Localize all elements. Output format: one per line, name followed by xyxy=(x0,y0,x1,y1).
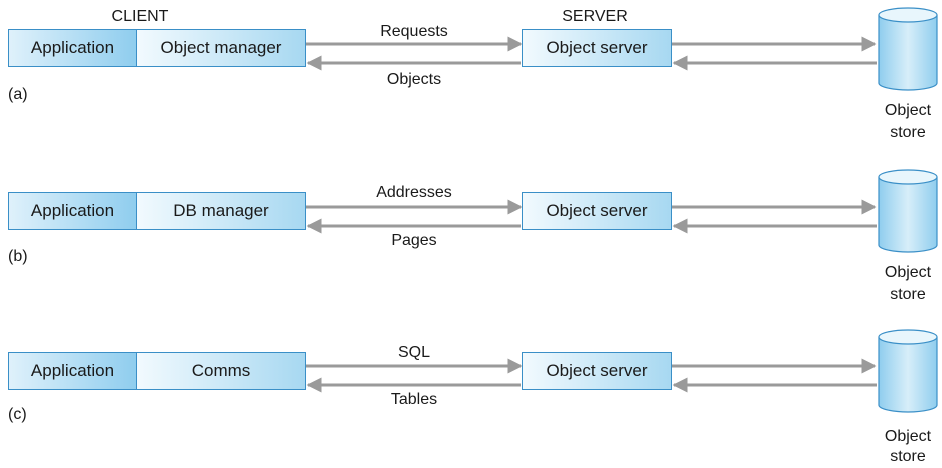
object-server-box-a: Object server xyxy=(522,29,672,67)
client-header: CLIENT xyxy=(111,8,169,25)
object-store-label-line1-b: Object xyxy=(884,264,932,281)
object-server-box-b: Object server xyxy=(522,192,672,230)
response-label-c: Tables xyxy=(390,391,438,408)
application-box-a: Application xyxy=(8,29,137,67)
object-store-label-line2-b: store xyxy=(890,286,926,303)
object-store-label-line2-c: store xyxy=(890,448,926,465)
comms-box-c: Comms xyxy=(136,352,306,390)
application-box-c: Application xyxy=(8,352,137,390)
request-label-c: SQL xyxy=(397,344,430,361)
response-label-a: Objects xyxy=(386,71,442,88)
object-store-cylinder-a xyxy=(878,7,938,91)
request-label-b: Addresses xyxy=(376,184,452,201)
object-store-label-line1-a: Object xyxy=(884,102,932,119)
object-server-box-c: Object server xyxy=(522,352,672,390)
row-tag-c: (c) xyxy=(8,406,27,423)
db-manager-box-b: DB manager xyxy=(136,192,306,230)
row-tag-a: (a) xyxy=(8,86,28,103)
row-tag-b: (b) xyxy=(8,248,28,265)
server-header: SERVER xyxy=(562,8,628,25)
object-store-label-line2-a: store xyxy=(890,124,926,141)
object-manager-box-a: Object manager xyxy=(136,29,306,67)
object-store-label-line1-c: Object xyxy=(884,428,932,445)
response-label-b: Pages xyxy=(391,232,437,249)
object-store-cylinder-c xyxy=(878,329,938,413)
object-store-cylinder-b xyxy=(878,169,938,253)
application-box-b: Application xyxy=(8,192,137,230)
request-label-a: Requests xyxy=(380,23,448,40)
